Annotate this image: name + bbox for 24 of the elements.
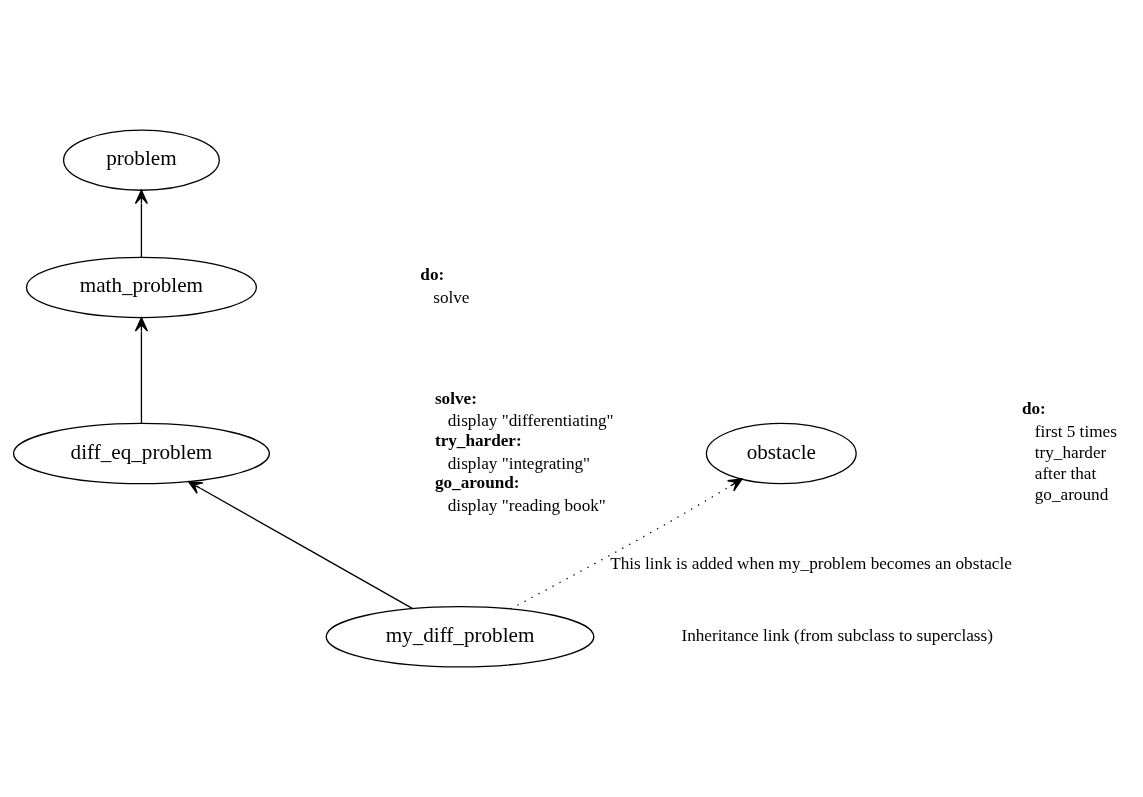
- node-label: do:: [420, 265, 445, 285]
- node-label: solve: [433, 287, 470, 307]
- node-ellipse: problem: [62, 129, 220, 191]
- arrow: [187, 480, 414, 610]
- node-ellipse: math_problem: [25, 256, 258, 319]
- node-label: after that: [1034, 464, 1097, 484]
- legend-label: Inheritance link (from subclass to superclass): [681, 626, 993, 646]
- node-label: display "differentiating": [447, 411, 614, 431]
- node-label: display "reading book": [447, 495, 606, 515]
- node-label: try_harder: [1034, 443, 1107, 463]
- arrow: [509, 478, 743, 610]
- node-ellipse: obstacle: [705, 422, 857, 485]
- node-label: solve:: [434, 388, 477, 408]
- node-ellipse: diff_eq_problem: [12, 422, 270, 485]
- node-label: try_harder:: [434, 431, 522, 451]
- edge-label: This link is added when my_problem becomes an obstacle: [610, 554, 1012, 574]
- arrow: [134, 189, 149, 258]
- node-label: do:: [1021, 399, 1046, 419]
- node-label: first 5 times: [1034, 421, 1117, 441]
- node-label: display "integrating": [447, 453, 591, 473]
- node-label: go_around:: [434, 473, 520, 493]
- arrow: [134, 317, 149, 425]
- node-label: go_around: [1034, 485, 1109, 505]
- node-ellipse: my_diff_problem: [325, 606, 595, 668]
